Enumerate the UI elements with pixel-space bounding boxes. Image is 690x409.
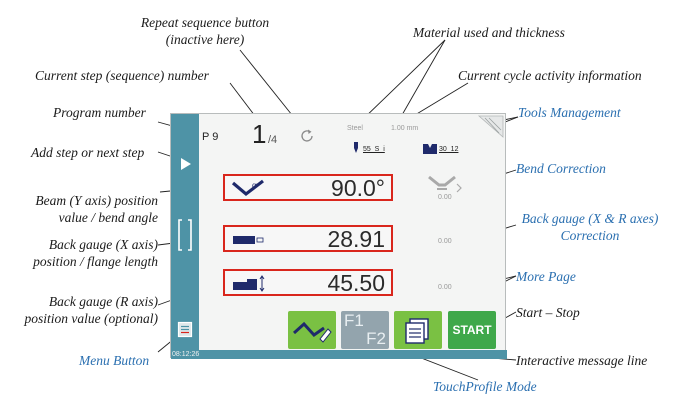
sidebar — [171, 114, 199, 350]
message-line — [171, 350, 507, 359]
annotation-backgauge-corr-line2: Correction — [560, 228, 620, 243]
annotation-repeat-line1: Repeat sequence button — [140, 15, 270, 30]
annotation-backgauge-r: Back gauge (R axis) position value (opti… — [0, 293, 158, 327]
annotation-beam: Beam (Y axis) position value / bend angl… — [0, 192, 158, 226]
r-correction-value[interactable]: 0.00 — [438, 284, 452, 291]
annotation-material: Material used and thickness — [413, 25, 565, 40]
f1-label: F1 — [344, 311, 364, 330]
backgauge-x-field[interactable]: 28.91 — [223, 225, 393, 252]
next-step-button[interactable] — [175, 154, 195, 174]
step-total: /4 — [268, 134, 278, 146]
bend-correction-icon — [428, 175, 462, 193]
sequence-bracket-icon — [176, 216, 194, 254]
menu-icon — [177, 321, 193, 338]
current-step: 1 — [252, 119, 267, 149]
bend-correction-value: 0.00 — [438, 194, 452, 201]
more-page-icon — [405, 318, 429, 344]
touchprofile-button[interactable] — [288, 311, 336, 349]
thickness-label: 1.00 mm — [391, 125, 419, 132]
bend-angle-icon: α — [231, 179, 264, 197]
annotation-repeat-button: Repeat sequence button (inactive here) — [112, 14, 298, 48]
cycle-info-icon — [477, 115, 505, 139]
punch-tool-icon — [354, 142, 358, 153]
annotation-program-number: Program number — [53, 105, 146, 120]
control-screen: P 9 1 /4 Steel 1.00 mm 55_S_i 30_12 α — [170, 113, 507, 359]
annotation-message-line: Interactive message line — [516, 353, 648, 368]
x-correction-value[interactable]: 0.00 — [438, 238, 452, 245]
f1-f2-button[interactable]: F1 F2 — [341, 311, 389, 349]
annotation-tools-management: Tools Management — [518, 105, 621, 120]
annotation-touchprofile: TouchProfile Mode — [433, 379, 537, 394]
f2-label: F2 — [366, 329, 386, 348]
clock-time: 08:12:26 — [172, 351, 200, 358]
annotation-backgauge-x-line2: position / flange length — [33, 254, 158, 269]
bend-correction-button[interactable] — [425, 172, 465, 202]
die-tool-label: 30_12 — [439, 146, 459, 153]
annotation-beam-line1: Beam (Y axis) position — [35, 193, 158, 208]
annotation-repeat-line2: (inactive here) — [165, 32, 245, 47]
backgauge-r-icon — [233, 275, 265, 292]
annotation-backgauge-correction: Back gauge (X & R axes) Correction — [508, 210, 672, 244]
annotation-backgauge-r-line2: position value (optional) — [24, 311, 158, 326]
touchprofile-icon — [292, 321, 332, 343]
annotation-current-step: Current step (sequence) number — [35, 68, 209, 83]
backgauge-r-value: 45.50 — [327, 270, 385, 296]
annotation-backgauge-x: Back gauge (X axis) position / flange le… — [0, 236, 158, 270]
beam-position-field[interactable]: α 90.0° — [223, 174, 393, 201]
material-label: Steel — [347, 125, 363, 132]
die-tool-icon — [423, 144, 437, 154]
punch-tool-label: 55_S_i — [363, 146, 385, 153]
repeat-sequence-button[interactable] — [299, 128, 315, 144]
annotation-cycle-info: Current cycle activity information — [458, 68, 642, 83]
backgauge-x-value: 28.91 — [327, 226, 385, 252]
start-button[interactable]: START — [448, 311, 496, 349]
tools-management-button[interactable]: 55_S_i 30_12 — [351, 142, 491, 156]
more-page-button[interactable] — [394, 311, 442, 349]
annotation-menu-button: Menu Button — [79, 353, 150, 368]
play-arrow-icon — [181, 158, 191, 170]
menu-button[interactable] — [177, 321, 193, 338]
annotation-more-page: More Page — [516, 269, 576, 284]
svg-text:α: α — [252, 181, 257, 190]
annotation-backgauge-r-line1: Back gauge (R axis) — [48, 294, 158, 309]
annotation-beam-line2: value / bend angle — [58, 210, 158, 225]
annotation-bend-correction: Bend Correction — [516, 161, 606, 176]
program-number: P 9 — [202, 131, 219, 143]
annotation-backgauge-corr-line1: Back gauge (X & R axes) — [521, 211, 659, 226]
repeat-icon — [301, 129, 313, 142]
backgauge-x-icon — [233, 236, 264, 244]
annotation-add-step: Add step or next step — [31, 145, 145, 160]
annotation-start-stop: Start – Stop — [516, 305, 580, 320]
backgauge-r-field[interactable]: 45.50 — [223, 269, 393, 296]
beam-value: 90.0° — [331, 175, 385, 201]
annotation-backgauge-x-line1: Back gauge (X axis) — [48, 237, 158, 252]
